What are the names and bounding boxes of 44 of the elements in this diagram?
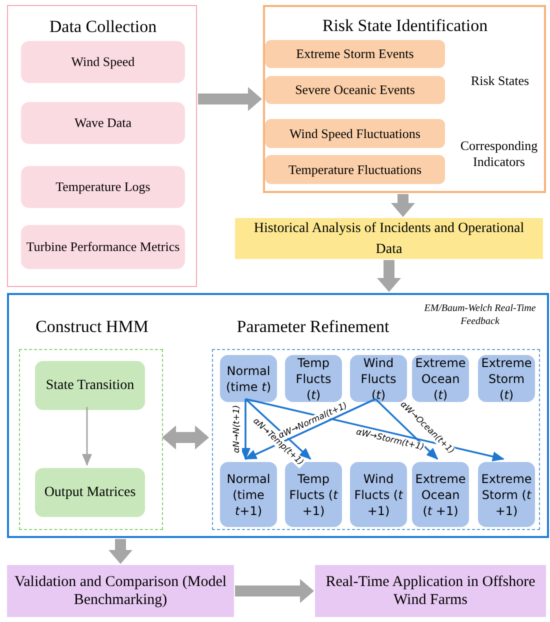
state-box: Normal (time t) — [220, 355, 277, 402]
arrow — [82, 407, 92, 466]
section-panel — [7, 293, 549, 538]
group-label: Risk States — [470, 72, 530, 90]
state-box: Temp Flucts (t) — [285, 355, 342, 402]
section-title: Construct HMM — [34, 316, 150, 338]
section-panel — [7, 5, 197, 287]
panel-title: Data Collection — [48, 16, 158, 38]
process-box: Output Matrices — [35, 468, 145, 517]
data-box: Turbine Performance Metrics — [21, 225, 185, 269]
process-box: State Transition — [35, 361, 145, 410]
process-box: Historical Analysis of Incidents and Operational Data — [235, 218, 543, 259]
risk-box: Extreme Storm Events — [265, 40, 445, 68]
arrow — [244, 398, 376, 460]
method-note: EM/Baum-Welch Real-Time Feedback — [423, 302, 537, 328]
data-box: Wave Data — [21, 102, 185, 144]
data-box: Temperature Logs — [21, 166, 185, 208]
block-arrow — [391, 194, 415, 217]
block-arrow — [162, 426, 209, 450]
risk-box: Temperature Fluctuations — [265, 155, 445, 184]
arrow — [244, 398, 312, 460]
state-box: Extreme Storm (t) — [478, 355, 535, 402]
arrow — [374, 398, 438, 460]
block-arrow — [235, 579, 314, 603]
process-box: Validation and Comparison (Model Benchmarking) — [7, 565, 234, 617]
block-arrow — [108, 539, 132, 564]
process-box: Real-Time Application in Offshore Wind Farms — [315, 565, 546, 617]
state-box: Extreme Ocean (t +1) — [412, 462, 469, 527]
section-panel — [263, 5, 546, 193]
block-arrow — [198, 87, 262, 111]
edge-label: αN→N(t+1) — [232, 404, 242, 454]
section-title: Parameter Refinement — [236, 316, 390, 338]
group-label: Corresponding Indicators — [459, 138, 539, 170]
state-box: Extreme Ocean (t) — [412, 355, 469, 402]
state-box: Extreme Storm (t +1) — [478, 462, 535, 527]
state-box: Wind Flucts (t +1) — [350, 462, 407, 527]
block-arrow — [377, 260, 401, 292]
arrow — [245, 398, 504, 462]
arrow — [240, 399, 250, 460]
data-box: Wind Speed — [21, 41, 185, 83]
risk-box: Wind Speed Fluctuations — [265, 119, 445, 148]
state-box: Normal (time t+1) — [220, 462, 277, 527]
risk-box: Severe Oceanic Events — [265, 76, 445, 104]
panel-title: Risk State Identification — [321, 15, 489, 37]
